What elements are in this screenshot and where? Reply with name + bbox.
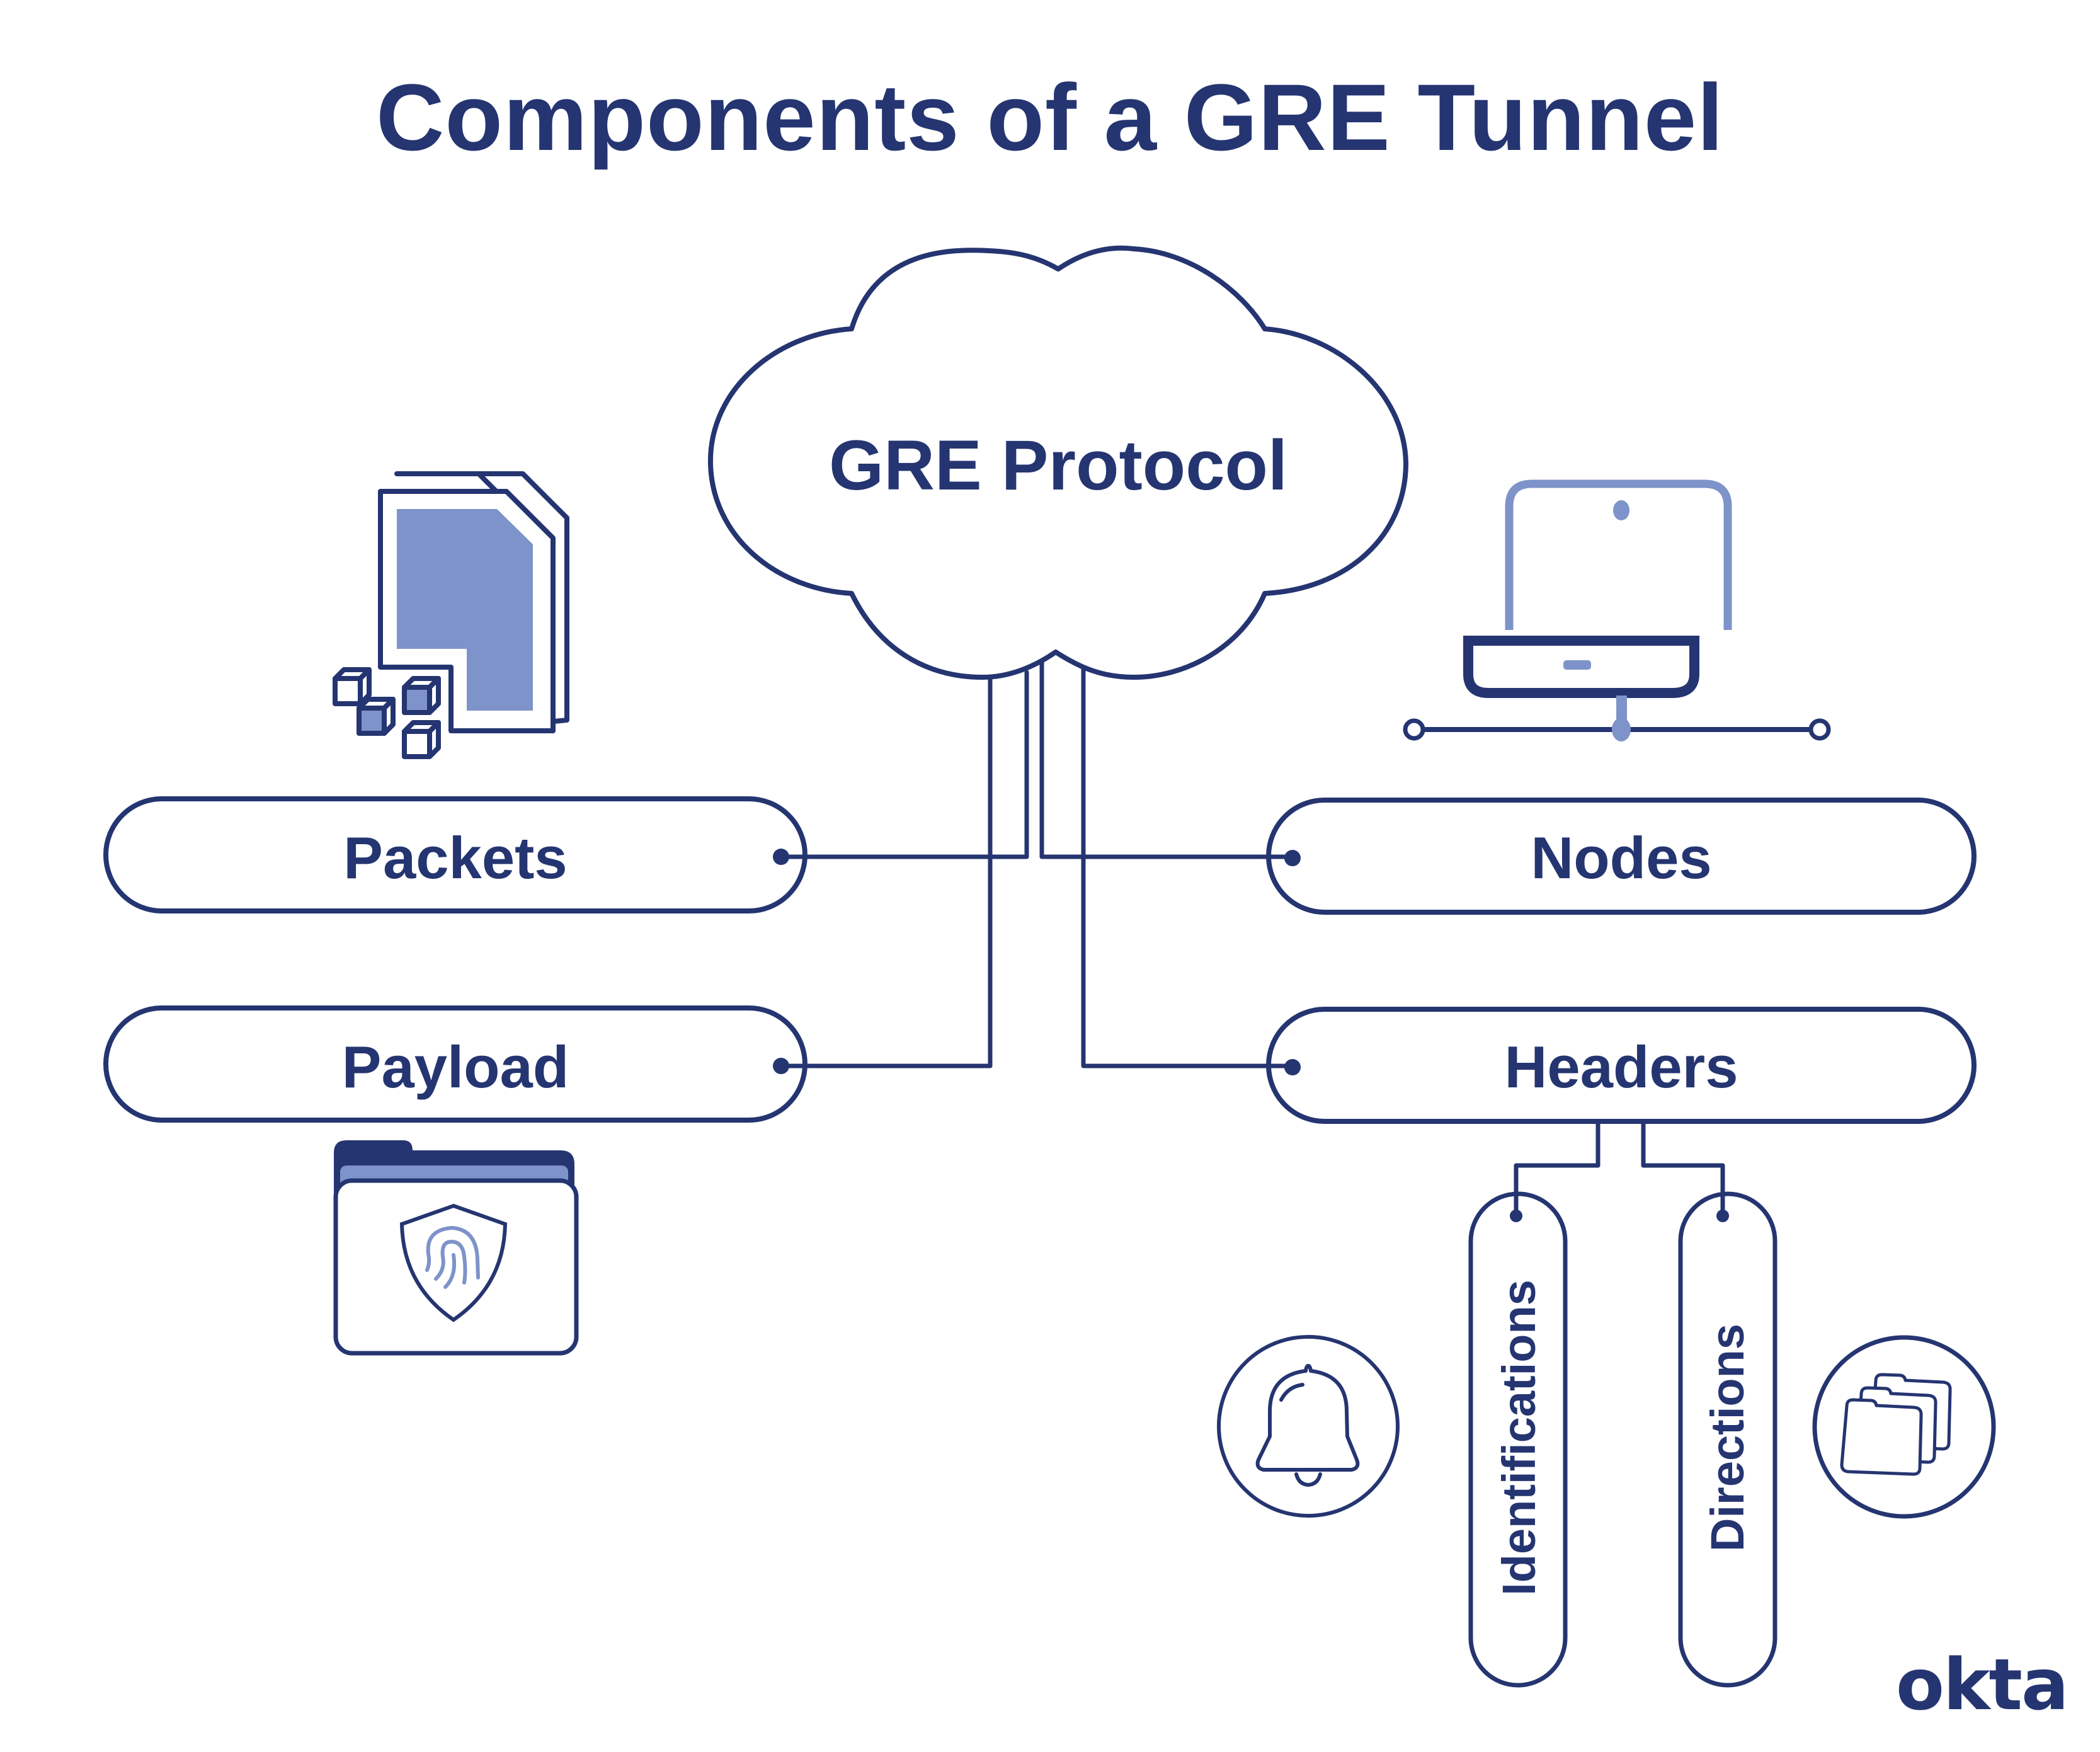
cloud-label: GRE Protocol — [829, 426, 1287, 505]
document-packets-icon — [333, 471, 569, 759]
secure-folder-fingerprint-icon — [333, 1140, 579, 1356]
dot-nodes — [1284, 850, 1301, 866]
dot-headers — [1284, 1059, 1301, 1075]
okta-logo: okta — [1896, 1644, 2069, 1726]
label-nodes: Nodes — [1531, 825, 1711, 891]
bell-icon — [1217, 1335, 1400, 1518]
label-payload: Payload — [342, 1034, 569, 1100]
label-identifications: Identifications — [1493, 1280, 1545, 1596]
connector-packets — [777, 670, 1029, 859]
connector-payload — [777, 672, 993, 1068]
pill-directions — [1678, 1191, 1778, 1688]
label-packets: Packets — [343, 825, 567, 891]
label-directions: Directions — [1701, 1324, 1754, 1552]
diagram-title: Components of a GRE Tunnel — [376, 64, 1724, 170]
dot-identifications — [1510, 1210, 1522, 1222]
laptop-network-icon — [1403, 479, 1831, 741]
connector-nodes — [1039, 660, 1296, 859]
folders-stack-icon — [1812, 1335, 1996, 1519]
dot-payload — [773, 1058, 789, 1074]
label-headers: Headers — [1505, 1034, 1738, 1100]
cloud-shape — [707, 245, 1408, 680]
connector-dots — [773, 849, 1729, 1222]
dot-packets — [773, 849, 789, 865]
connector-headers — [1081, 665, 1296, 1068]
dot-directions — [1716, 1210, 1729, 1222]
